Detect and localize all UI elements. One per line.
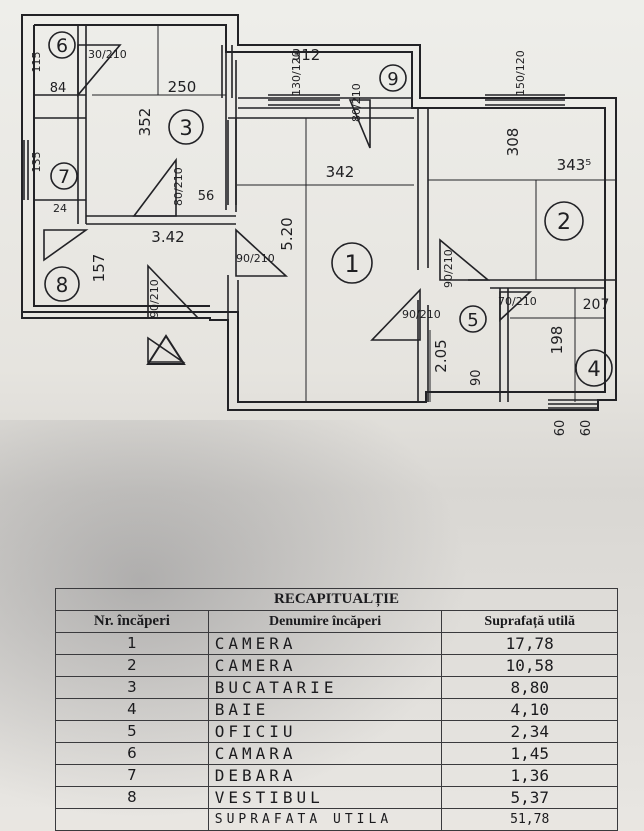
room-number-2: 2 [557,210,571,235]
dim-250: 250 [168,78,197,96]
door-label-5: 90/210 [402,308,441,321]
floor-plan: 6 7 8 3 1 2 4 5 9 312 250 84 352 342 3.4… [21,14,617,436]
row-name: CAMERA [207,632,443,655]
dim-343-5: 343⁵ [557,156,592,174]
row-nr: 2 [55,654,209,677]
door-label-6: 30/210 [88,48,127,61]
recap-table: RECAPITUALȚIE Nr. încăperi Denumire încă… [55,588,618,831]
row-name: BUCATARIE [207,676,443,699]
dim-352: 352 [136,108,154,137]
door-label-3: 80/210 [172,167,185,206]
header-nr: Nr. încăperi [55,610,209,633]
entrance-triangle-icon [146,334,186,365]
dim-198: 198 [548,326,566,355]
door-label-5b: 90 [469,369,484,386]
table-row: 1 CAMERA 17,78 [55,632,618,655]
room-number-1: 1 [344,250,359,278]
row-area: 17,78 [441,632,618,655]
dim-115: 115 [30,52,43,73]
table-row: 8 VESTIBUL 5,37 [55,786,618,809]
interior-walls [23,25,616,410]
header-area: Suprafață utilă [441,610,618,633]
door-swings [43,44,533,363]
header-name: Denumire încăperi [207,610,443,633]
row-nr: 7 [55,764,209,787]
door-label-4: 70/210 [498,295,537,308]
room-number-8: 8 [56,273,69,297]
row-nr: 1 [55,632,209,655]
table-row: 4 BAIE 4,10 [55,698,618,721]
dim-84: 84 [50,81,67,96]
dim-60-a: 60 [553,420,568,437]
row-area: 2,34 [441,720,618,743]
room-number-6: 6 [56,35,68,57]
dim-312: 312 [292,46,321,64]
row-nr: 8 [55,786,209,809]
row-nr: 6 [55,742,209,765]
row-name: BAIE [207,698,443,721]
room-number-3: 3 [179,116,192,140]
table-row: 7 DEBARA 1,36 [55,764,618,787]
door-label-2: 90/210 [442,249,455,288]
table-row: 5 OFICIU 2,34 [55,720,618,743]
dim-2-05: 2.05 [432,339,450,372]
row-name: VESTIBUL [207,786,443,809]
room-number-7: 7 [58,166,70,188]
door-label-1: 90/210 [236,252,275,265]
dim-24: 24 [53,202,67,215]
row-area: 1,45 [441,742,618,765]
row-nr: 5 [55,720,209,743]
room-number-labels: 6 7 8 3 1 2 4 5 9 [56,35,601,381]
table-row: 2 CAMERA 10,58 [55,654,618,677]
door-size-labels: 30/210 90/210 80/210 130/120 90/210 80/2… [88,48,537,386]
dim-308: 308 [504,128,522,157]
door-label-9: 80/210 [350,83,363,122]
door-label-8: 90/210 [148,279,161,318]
dim-207: 207 [583,297,610,313]
dim-157: 157 [90,254,108,283]
window-label-9: 130/120 [290,50,303,96]
row-nr: 4 [55,698,209,721]
row-name: DEBARA [207,764,443,787]
partition-lines [92,25,616,402]
dim-135: 135 [30,152,43,173]
window-label-2: 150/120 [514,50,527,96]
table-row: 6 CAMARA 1,45 [55,742,618,765]
room-number-9: 9 [387,69,398,90]
room-circles [44,31,613,387]
row-area: 8,80 [441,676,618,699]
row-name: CAMERA [207,654,443,677]
dim-60-b: 60 [579,420,594,437]
dimension-labels: 312 250 84 352 342 3.42 5.20 308 343⁵ 15… [30,46,609,436]
row-area: 4,10 [441,698,618,721]
recap-table-container: RECAPITUALȚIE Nr. încăperi Denumire încă… [55,588,618,831]
row-area: 5,37 [441,786,618,809]
room-number-5: 5 [467,310,478,331]
row-area: 10,58 [441,654,618,677]
dim-3-42: 3.42 [151,228,184,246]
dim-5-20: 5.20 [278,217,296,250]
room-number-4: 4 [587,357,600,381]
dim-56: 56 [198,189,215,204]
row-area: 1,36 [441,764,618,787]
recap-title: RECAPITUALȚIE [55,588,618,611]
row-name: CAMARA [207,742,443,765]
row-nr: 3 [55,676,209,699]
dim-342: 342 [326,163,355,181]
row-name: OFICIU [207,720,443,743]
table-row: 3 BUCATARIE 8,80 [55,676,618,699]
